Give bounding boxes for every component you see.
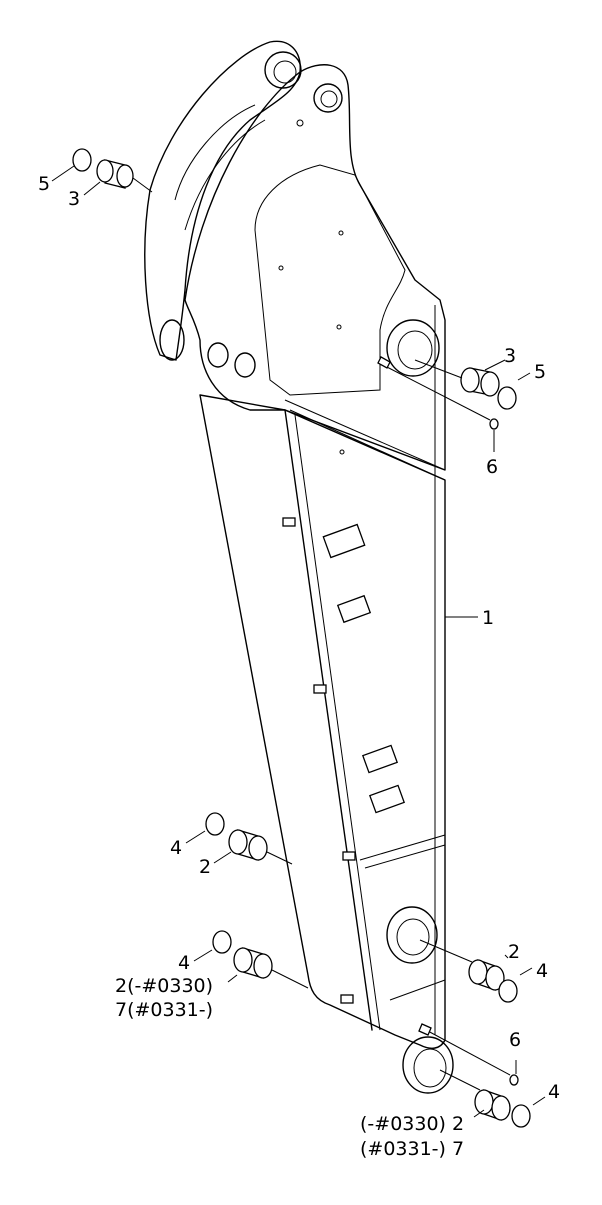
- callout-2-lower-left-a: 2(-#0330): [115, 975, 213, 997]
- bushing-top-right: [460, 367, 500, 397]
- bushing-top-left: [96, 159, 134, 189]
- seal-ring-mid-left: [205, 812, 225, 836]
- callout-2-mid-left: 2: [199, 856, 211, 878]
- callout-5-top-left: 5: [38, 173, 50, 195]
- grease-fitting-lower: [509, 1074, 519, 1086]
- arm-top-face: [284, 399, 446, 471]
- rear-top-boss: [264, 51, 302, 89]
- callout-5-top-right: 5: [534, 361, 546, 383]
- callout-3-top-right: 3: [504, 345, 516, 367]
- callout-4-bottom-right: 4: [548, 1081, 560, 1103]
- seal-ring-top-left: [72, 148, 92, 172]
- seal-ring-bottom: [511, 1104, 531, 1128]
- seal-ring-top-right: [497, 386, 517, 410]
- callout-7-lower-left-b: 7(#0331-): [115, 999, 213, 1021]
- top-plate-window: [254, 164, 406, 396]
- arm-box-outline: [199, 394, 446, 1049]
- upper-right-boss: [386, 319, 440, 377]
- callout-6-lower: 6: [509, 1029, 521, 1051]
- lower-boss: [386, 906, 438, 964]
- arm-side-edge: [284, 409, 373, 1031]
- arm-inner-edge: [294, 414, 381, 1031]
- bottom-end-boss: [402, 1036, 454, 1094]
- arm-top-face-2: [289, 409, 446, 481]
- callout-3-top-left: 3: [68, 188, 80, 210]
- seal-ring-lower-right: [498, 979, 518, 1003]
- seal-ring-lower-left: [212, 930, 232, 954]
- bushing-lower-left: [233, 947, 273, 979]
- lower-lug-hole-left: [159, 319, 185, 361]
- arm-bottom-plate: [389, 979, 446, 1001]
- callout-2-bottom-a: (-#0330) 2: [360, 1113, 464, 1135]
- callout-2-lower-right: 2: [508, 941, 520, 963]
- bushing-bottom: [474, 1089, 511, 1121]
- front-top-boss: [313, 83, 343, 113]
- arm-cross-plate-2: [364, 844, 446, 869]
- rear-mount-plate: [144, 40, 301, 361]
- arm-cross-plate: [359, 834, 446, 861]
- bushing-mid-left: [228, 829, 268, 861]
- grease-fitting-upper: [489, 418, 499, 430]
- arm-assembly: [144, 40, 454, 1094]
- callout-1: 1: [482, 607, 494, 629]
- bushing-lower-right: [468, 959, 505, 991]
- callout-labels: 1 5 3 3 5 6 4 2 4 2(-#0330) 7(#0331-) 2 …: [38, 173, 560, 1160]
- callout-4-mid-left: 4: [170, 837, 182, 859]
- callout-4-lower-right: 4: [536, 960, 548, 982]
- front-mount-plate: [184, 64, 446, 471]
- callout-7-bottom-b: (#0331-) 7: [360, 1138, 464, 1160]
- callout-6-upper: 6: [486, 456, 498, 478]
- callout-4-lower-left: 4: [178, 952, 190, 974]
